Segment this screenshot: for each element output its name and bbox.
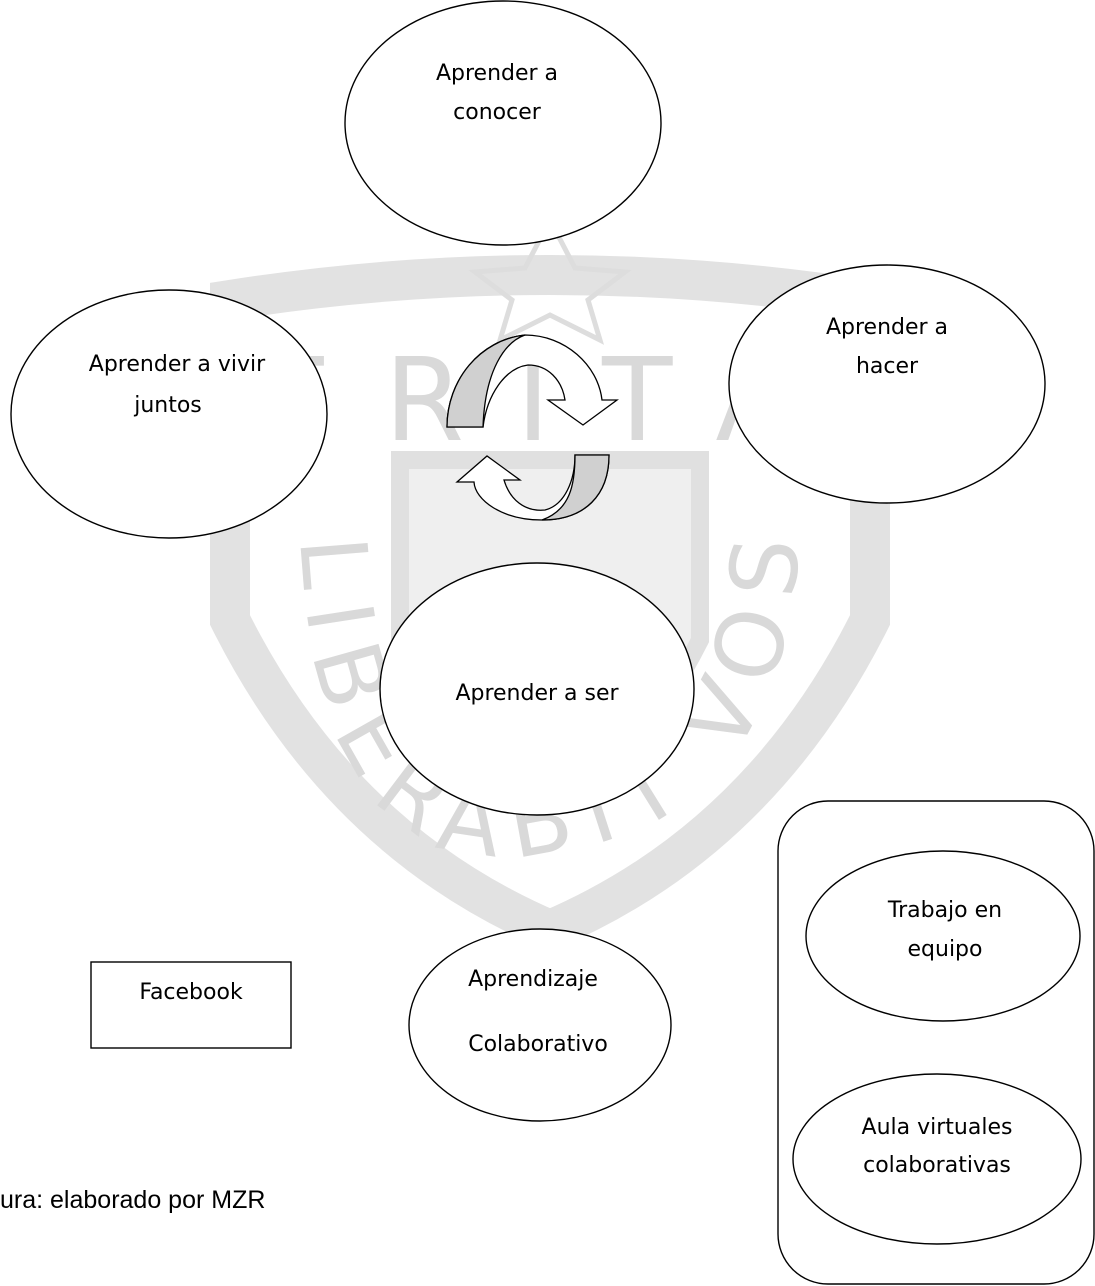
watermark-shield-outline bbox=[210, 255, 890, 952]
node-aprender-a-conocer-line1: Aprender a bbox=[436, 61, 558, 86]
node-trabajo-en-equipo-line1: Trabajo en bbox=[887, 898, 1002, 923]
node-aprender-a-hacer-line1: Aprender a bbox=[826, 315, 948, 340]
node-aprender-a-vivir-juntos-line1: Aprender a vivir bbox=[89, 352, 266, 377]
node-aprender-a-conocer: Aprender a conocer bbox=[344, 0, 662, 246]
node-aprendizaje-colaborativo-line2: Colaborativo bbox=[468, 1032, 608, 1057]
curved-arrow-bottom-shade bbox=[541, 454, 610, 521]
node-aprender-a-vivir-juntos: Aprender a vivir juntos bbox=[10, 289, 328, 539]
node-aprender-a-ser: Aprender a ser bbox=[379, 562, 695, 816]
node-facebook: Facebook bbox=[90, 961, 292, 1049]
node-aprender-a-ser-label: Aprender a ser bbox=[455, 681, 619, 706]
node-aula-virtuales-colaborativas-line2: colaborativas bbox=[863, 1153, 1011, 1178]
node-trabajo-en-equipo: Trabajo en equipo bbox=[805, 850, 1081, 1022]
tools-container bbox=[777, 800, 1095, 1285]
node-facebook-label: Facebook bbox=[139, 980, 243, 1005]
node-aprendizaje-colaborativo: Aprendizaje Colaborativo bbox=[408, 928, 672, 1122]
node-aprendizaje-colaborativo-line1: Aprendizaje bbox=[468, 967, 598, 992]
node-aprender-a-conocer-line2: conocer bbox=[453, 100, 542, 125]
node-aprender-a-vivir-juntos-line2: juntos bbox=[133, 393, 202, 418]
node-aula-virtuales-colaborativas-line1: Aula virtuales bbox=[862, 1115, 1013, 1140]
cycle-arrows bbox=[446, 334, 619, 521]
figure-caption: ura: elaborado por MZR bbox=[0, 1186, 265, 1214]
watermark-star bbox=[468, 214, 632, 345]
node-aprender-a-hacer-line2: hacer bbox=[856, 354, 919, 379]
node-trabajo-en-equipo-line2: equipo bbox=[908, 937, 983, 962]
curved-arrow-top-shade bbox=[446, 334, 526, 428]
node-aula-virtuales-colaborativas: Aula virtuales colaborativas bbox=[792, 1073, 1082, 1245]
node-aprender-a-hacer: Aprender a hacer bbox=[728, 264, 1046, 504]
